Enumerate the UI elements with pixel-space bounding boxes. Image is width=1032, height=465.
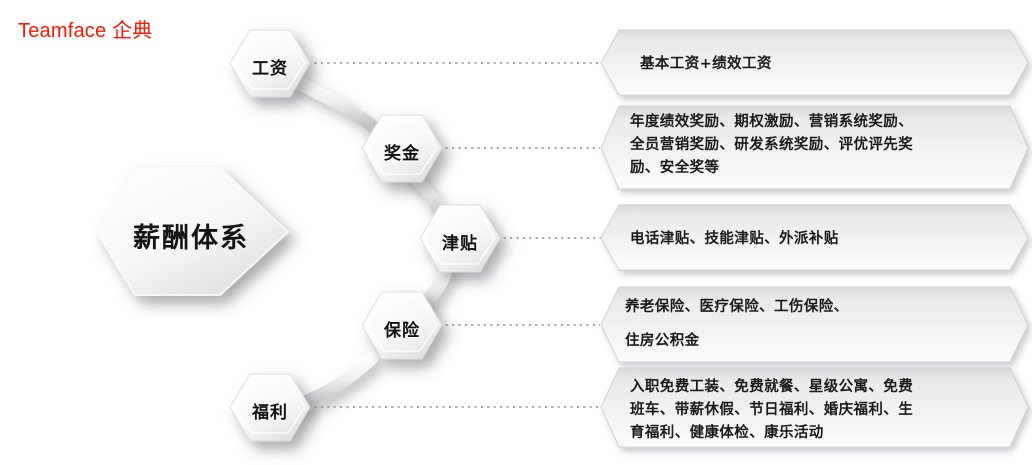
node-bonus[interactable] — [361, 114, 443, 183]
panel-5[interactable] — [600, 367, 1029, 448]
node-salary[interactable] — [229, 29, 311, 98]
panel-text-1: 基本工资+绩效工资 — [640, 56, 772, 72]
core-node[interactable] — [95, 167, 290, 296]
panel-4-shape — [600, 286, 1029, 363]
panel-1-shape — [600, 29, 1029, 96]
core-node-highlight — [95, 167, 290, 296]
panel-3[interactable] — [600, 204, 1029, 271]
panel-5-shape — [600, 367, 1029, 448]
node-insurance-inner — [366, 299, 438, 352]
node-welfare[interactable] — [229, 373, 311, 442]
node-label-allowance: 津贴 — [442, 234, 478, 254]
panel-3-shape — [600, 204, 1029, 271]
node-label-insurance: 保险 — [384, 321, 420, 341]
panel-text-3: 电话津贴、技能津贴、外派补贴 — [630, 231, 839, 247]
node-label-welfare: 福利 — [252, 403, 288, 423]
panel-text-4: 养老保险、医疗保险、工伤保险、 住房公积金 — [625, 299, 849, 349]
ribbon-insurance-welfare — [293, 351, 379, 411]
panel-text-5: 入职免费工装、免费就餐、星级公寓、免费 班车、带薪休假、节日福利、婚庆福利、生 … — [630, 379, 914, 441]
node-welfare-inner — [234, 381, 306, 434]
panel-1[interactable] — [600, 29, 1029, 96]
node-salary-inner — [234, 37, 306, 90]
brand-logo: Teamface 企典 — [18, 20, 153, 42]
panel-text-2: 年度绩效奖励、期权激励、营销系统奖励、 全员营销奖励、研发系统奖励、评优评先奖 … — [630, 114, 914, 176]
node-allowance-inner — [424, 212, 496, 265]
core-node-label: 薪酬体系 — [133, 223, 249, 254]
panel-2[interactable] — [600, 105, 1029, 190]
ribbon-salary-bonus — [289, 75, 379, 133]
node-insurance[interactable] — [361, 291, 443, 360]
panel-2-shape — [600, 105, 1029, 190]
node-label-salary: 工资 — [252, 59, 288, 79]
node-label-bonus: 奖金 — [384, 144, 420, 164]
node-bonus-inner — [366, 122, 438, 175]
panel-4[interactable] — [600, 286, 1029, 363]
node-allowance[interactable] — [419, 204, 501, 273]
